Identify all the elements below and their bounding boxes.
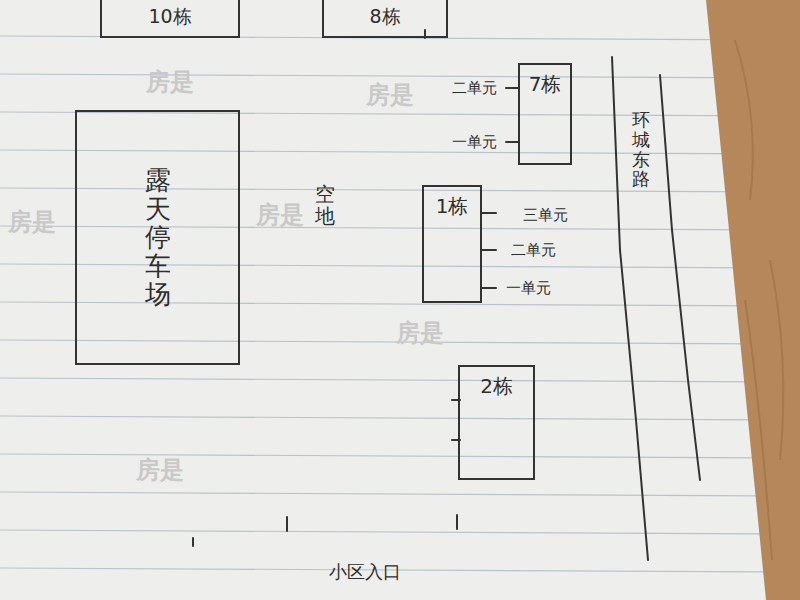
building-name: 8栋	[369, 4, 400, 30]
unit-label: 二单元	[452, 79, 497, 98]
unit-label: 一单元	[452, 133, 497, 152]
building-box: 1栋	[422, 185, 482, 303]
area-label: 空地	[315, 183, 335, 227]
building-box: 10栋	[100, 0, 240, 38]
watermark: 房是	[396, 317, 444, 349]
watermark: 房是	[366, 79, 414, 111]
building-box: 8栋	[322, 0, 448, 38]
road-lines	[612, 57, 700, 560]
building-name: 2栋	[480, 373, 513, 400]
watermark: 房是	[136, 454, 184, 486]
wood-grain	[735, 40, 783, 560]
parking-area: 露天停车场	[75, 110, 240, 365]
building-name: 1栋	[436, 193, 469, 220]
watermark: 房是	[256, 199, 304, 231]
watermark: 房是	[146, 66, 194, 98]
ruled-lines	[0, 36, 800, 572]
building-name: 10栋	[148, 4, 191, 30]
unit-label: 二单元	[511, 241, 556, 260]
entrance-ticks	[193, 515, 457, 546]
road-label: 环城东路	[632, 110, 650, 189]
unit-label: 一单元	[506, 279, 551, 298]
wood-table	[706, 0, 800, 600]
unit-ticks	[425, 30, 518, 440]
area-name: 露天停车场	[145, 166, 171, 309]
unit-label: 三单元	[523, 206, 568, 225]
building-name: 7栋	[529, 71, 562, 98]
building-box: 7栋	[518, 63, 572, 165]
entrance-label: 小区入口	[329, 560, 401, 584]
building-box: 2栋	[458, 365, 535, 480]
watermark: 房是	[8, 206, 56, 238]
